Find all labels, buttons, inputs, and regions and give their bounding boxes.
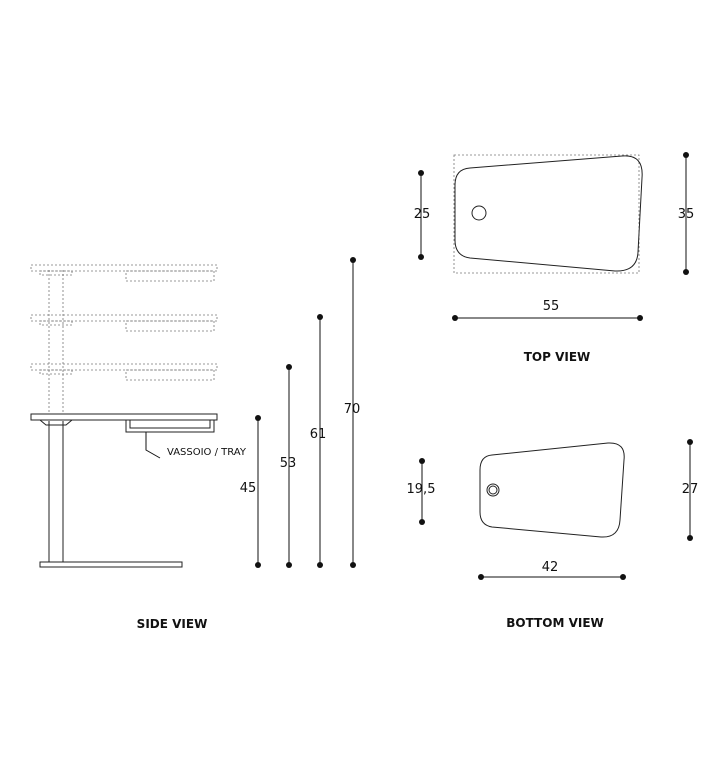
height-dim-53: 53 [280, 364, 297, 568]
top-right-dim: 35 [678, 152, 695, 275]
bottom-right-dim-label: 27 [682, 482, 699, 497]
tabletop-45 [30, 413, 218, 421]
tray-label: VASSOIO / TRAY [167, 447, 247, 458]
top-width-dim: 55 [452, 299, 643, 321]
top-width-dim-label: 55 [543, 299, 560, 314]
collar-53 [39, 369, 73, 375]
bottom-left-dim-label: 19,5 [407, 482, 436, 497]
bottom-left-dim: 19,5 [407, 458, 436, 525]
tray-leader-line [145, 432, 161, 459]
bottom-view-title: BOTTOM VIEW [506, 616, 604, 630]
top-view-title: TOP VIEW [524, 350, 591, 364]
bottom-column-hole-inner [488, 485, 498, 495]
bottom-right-dim: 27 [682, 439, 699, 541]
top-column-hole [471, 205, 487, 221]
height-70-label: 70 [344, 402, 361, 417]
base-plate [39, 561, 183, 568]
tabletop-70 [30, 264, 218, 272]
column-collar [38, 419, 74, 426]
side-view-title: SIDE VIEW [137, 617, 208, 631]
height-dim-45: 45 [240, 415, 261, 568]
bottom-base-outline [479, 442, 625, 538]
collar-70 [39, 270, 73, 276]
top-view: 25 35 55 TOP VIEW [414, 152, 695, 364]
collar-61 [39, 320, 73, 326]
bottom-column-hole [486, 483, 500, 497]
bottom-width-dim: 42 [478, 560, 626, 580]
bottom-width-dim-label: 42 [542, 560, 559, 575]
tray-61 [125, 320, 215, 332]
top-bounding-box [453, 154, 640, 274]
height-dim-70: 70 [344, 257, 361, 568]
top-left-dim: 25 [414, 170, 431, 260]
top-right-dim-label: 35 [678, 207, 695, 222]
bottom-view: 19,5 27 42 BOTTOM VIEW [407, 439, 699, 630]
height-53-label: 53 [280, 456, 297, 471]
tray-53 [125, 369, 215, 381]
tray-inner [129, 419, 211, 429]
height-45-label: 45 [240, 481, 257, 496]
side-view: VASSOIO / TRAY 45 53 61 70 SIDE VIEW [30, 257, 361, 631]
tray-70 [125, 270, 215, 282]
tabletop-53 [30, 363, 218, 371]
tray [125, 419, 215, 433]
height-61-label: 61 [310, 427, 327, 442]
top-left-dim-label: 25 [414, 207, 431, 222]
height-dim-61: 61 [310, 314, 327, 568]
tabletop-61 [30, 314, 218, 322]
top-tabletop-outline [454, 155, 643, 272]
